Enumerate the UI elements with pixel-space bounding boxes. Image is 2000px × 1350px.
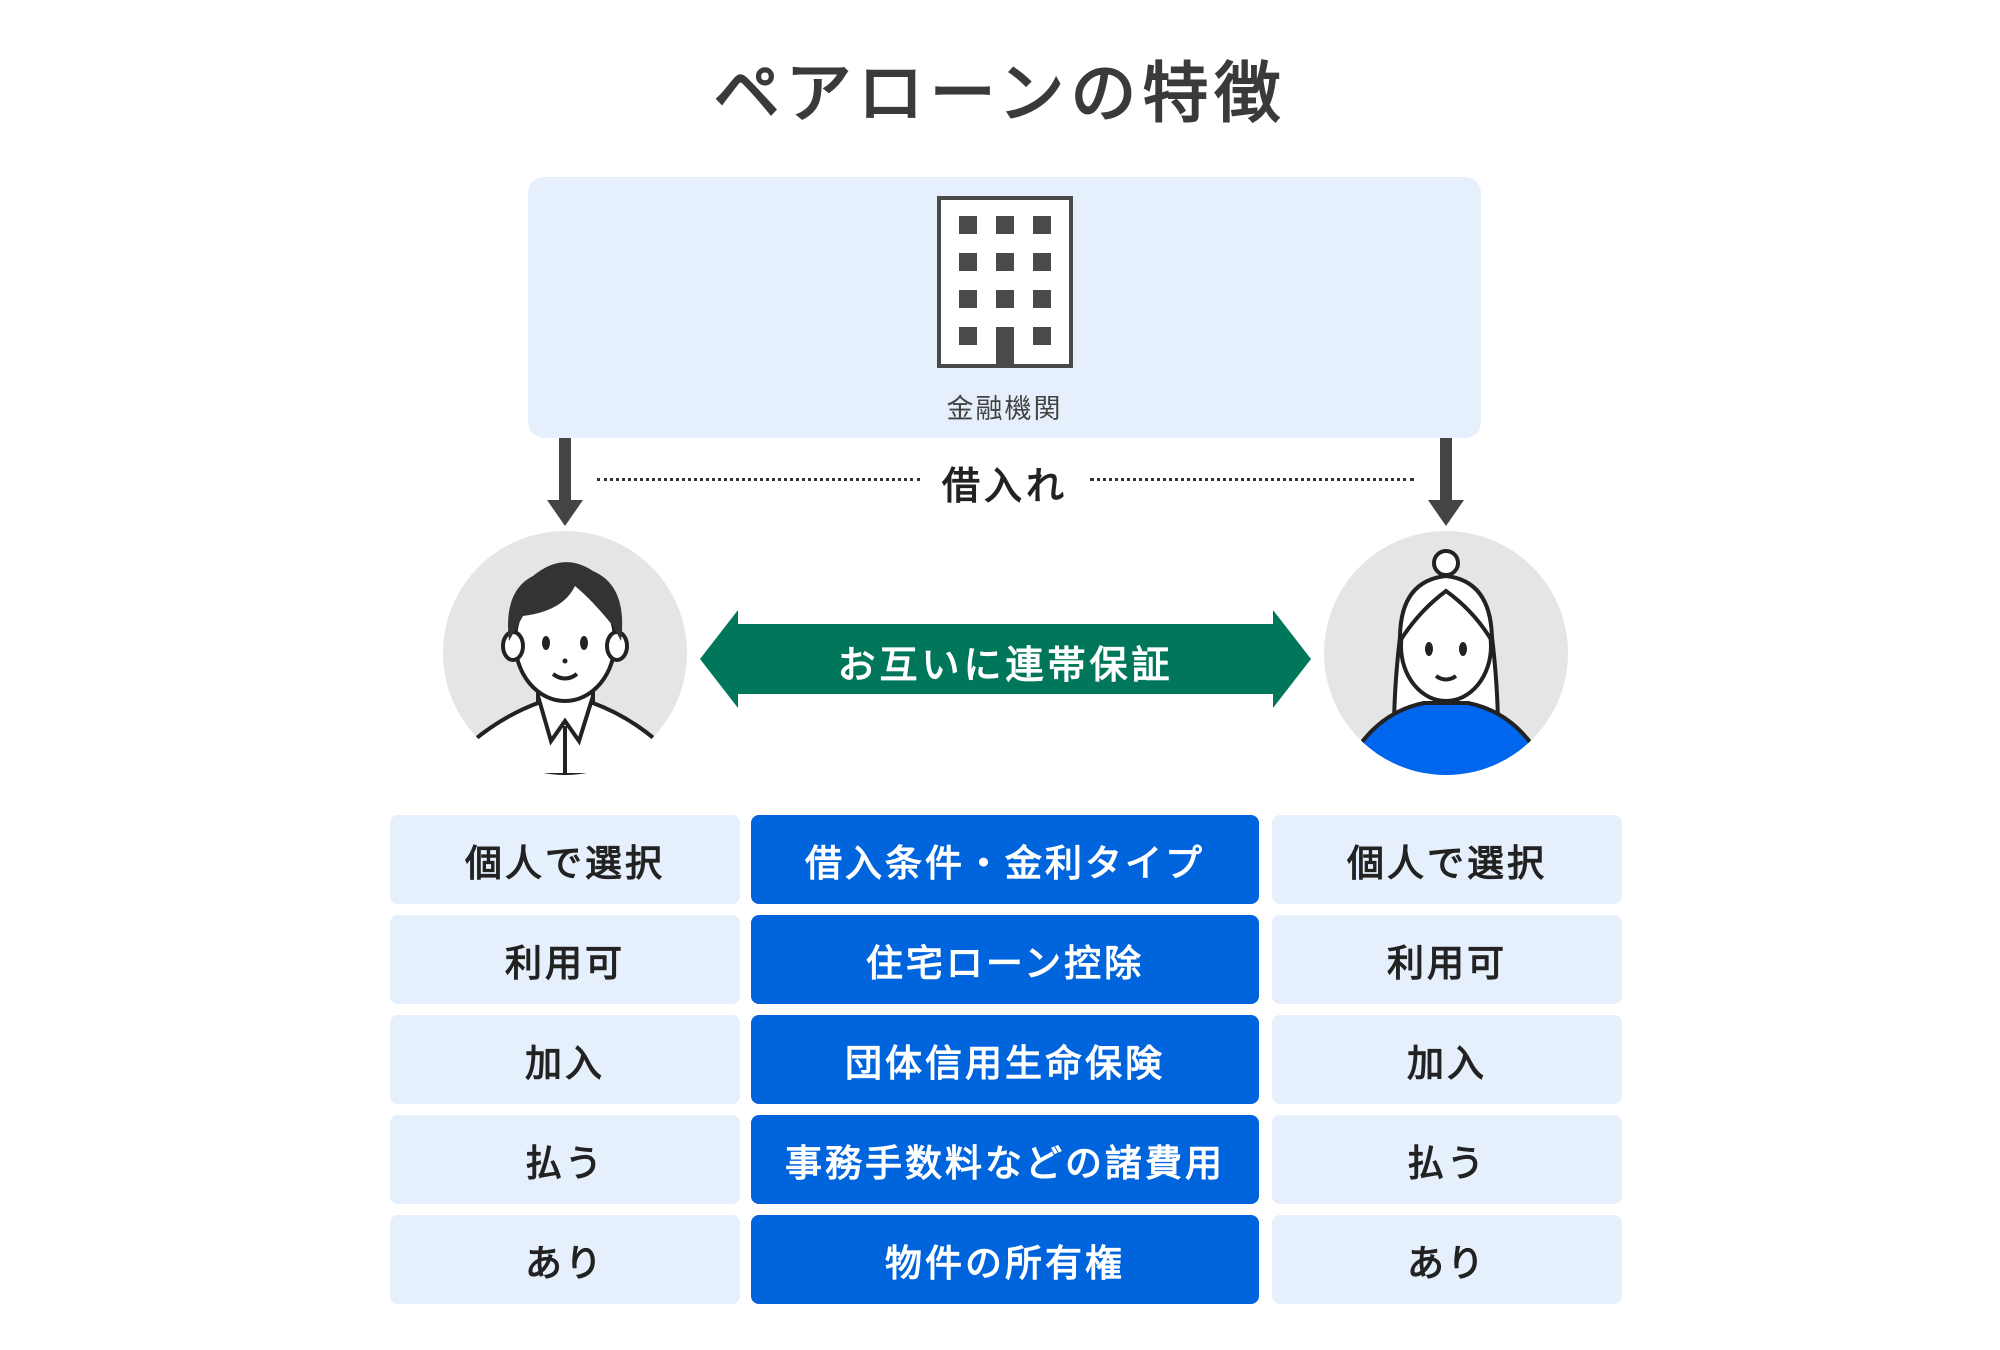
right-cell: あり bbox=[1272, 1215, 1622, 1304]
right-cell: 加入 bbox=[1272, 1015, 1622, 1104]
mutual-guarantee-arrow-icon bbox=[700, 610, 1311, 708]
man-icon bbox=[471, 562, 659, 775]
arrow-down-left-icon bbox=[547, 500, 583, 526]
dotted-line-right bbox=[1090, 478, 1414, 481]
left-cell: あり bbox=[390, 1215, 740, 1304]
borrow-label: 借入れ bbox=[941, 464, 1068, 508]
arrow-down-left-shaft bbox=[559, 438, 571, 502]
page-title: ペアローンの特徴 bbox=[713, 55, 1287, 132]
left-cell: 利用可 bbox=[390, 915, 740, 1004]
guarantee-label: お互いに連帯保証 bbox=[837, 643, 1174, 687]
center-cell: 住宅ローン控除 bbox=[751, 915, 1259, 1004]
arrow-down-right-icon bbox=[1428, 500, 1464, 526]
dotted-line-left bbox=[597, 478, 920, 481]
arrow-down-right-shaft bbox=[1440, 438, 1452, 502]
woman-icon bbox=[1356, 549, 1536, 775]
left-cell: 個人で選択 bbox=[390, 815, 740, 904]
right-cell: 払う bbox=[1272, 1115, 1622, 1204]
left-cell: 払う bbox=[390, 1115, 740, 1204]
man-avatar bbox=[443, 531, 687, 775]
right-cell: 利用可 bbox=[1272, 915, 1622, 1004]
right-cell: 個人で選択 bbox=[1272, 815, 1622, 904]
center-cell: 事務手数料などの諸費用 bbox=[751, 1115, 1259, 1204]
center-cell: 団体信用生命保険 bbox=[751, 1015, 1259, 1104]
woman-avatar bbox=[1324, 531, 1568, 775]
building-icon bbox=[937, 196, 1073, 368]
bank-label: 金融機関 bbox=[946, 394, 1063, 425]
center-cell: 借入条件・金利タイプ bbox=[751, 815, 1259, 904]
bank-box: 金融機関 bbox=[528, 177, 1481, 438]
center-cell: 物件の所有権 bbox=[751, 1215, 1259, 1304]
left-cell: 加入 bbox=[390, 1015, 740, 1104]
